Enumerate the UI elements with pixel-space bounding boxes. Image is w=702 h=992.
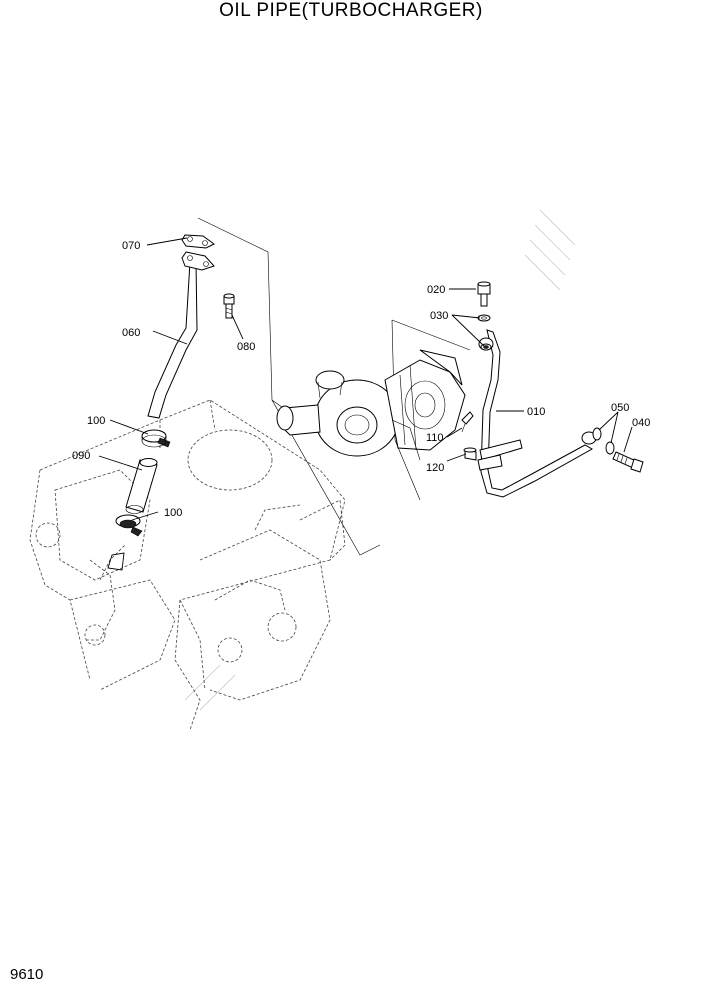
callout-040: 040 [632, 417, 650, 429]
part-100-clamp-lower [115, 514, 143, 537]
part-080-bolt [223, 293, 235, 319]
callout-110: 110 [426, 432, 444, 444]
callout-120: 120 [426, 462, 444, 474]
callout-060: 060 [122, 327, 140, 339]
callout-090: 090 [72, 450, 90, 462]
part-100-clamp-upper [141, 429, 171, 448]
leader-lines [98, 237, 633, 521]
page-number: 9610 [10, 966, 44, 983]
callout-100-upper: 100 [87, 415, 105, 427]
callout-050: 050 [611, 402, 629, 414]
part-040-bolt [612, 451, 644, 473]
part-090-hose [125, 458, 158, 514]
callout-010: 010 [527, 406, 545, 418]
watermark-hatching [184, 209, 576, 711]
callout-100-lower: 100 [164, 507, 182, 519]
part-010-oil-feed-pipe [477, 329, 597, 498]
callout-080: 080 [237, 341, 255, 353]
part-120-bolt [463, 447, 477, 461]
part-050-washers [592, 427, 615, 455]
callout-020: 020 [427, 284, 445, 296]
part-110-clip [461, 411, 474, 433]
page-title: OIL PIPE(TURBOCHARGER) [219, 0, 483, 21]
part-060-oil-return-pipe [147, 251, 215, 419]
part-020-eye-bolt [477, 281, 491, 307]
part-070-gasket [181, 234, 215, 249]
callout-030: 030 [430, 310, 448, 322]
engine-block [29, 399, 346, 731]
callout-070: 070 [122, 240, 140, 252]
turbocharger [276, 349, 466, 461]
